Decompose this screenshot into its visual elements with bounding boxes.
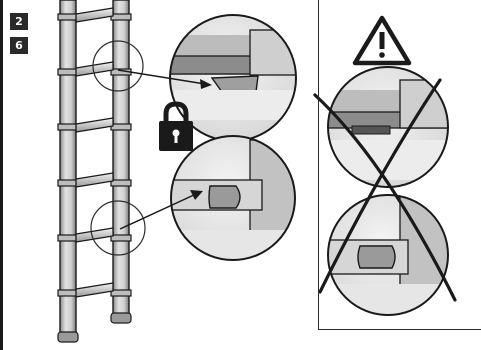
- ladder-rung: [76, 8, 113, 22]
- ladder: [58, 0, 145, 342]
- ladder-rung: [76, 118, 113, 132]
- ladder-rung: [76, 228, 113, 242]
- ladder-foot: [58, 332, 78, 342]
- ladder-foot: [111, 313, 131, 323]
- ladder-rung: [76, 173, 113, 187]
- ladder-rail-right: [113, 0, 129, 318]
- incorrect-usage-frame: [318, 0, 481, 330]
- lock-icon: [159, 104, 193, 151]
- ladder-rung: [76, 283, 113, 297]
- detail-circle-bottom: [170, 136, 310, 270]
- ladder-rail-left: [60, 0, 76, 335]
